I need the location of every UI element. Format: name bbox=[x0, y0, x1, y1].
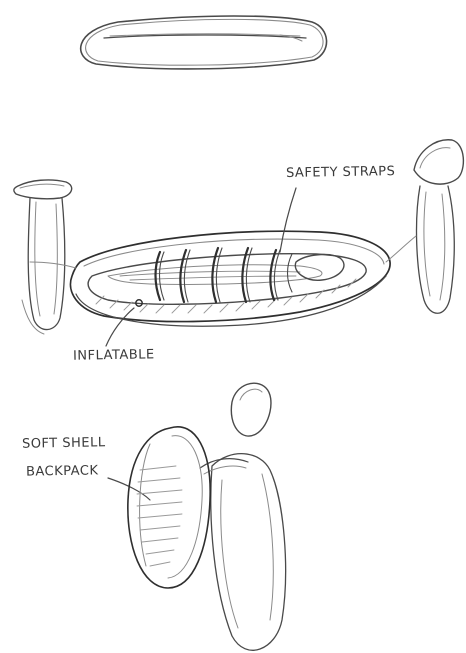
person-with-backpack bbox=[128, 383, 286, 650]
left-person-figure bbox=[14, 180, 72, 334]
safety-straps-label: SAFETY STRAPS bbox=[286, 165, 395, 180]
inflatable-label: INFLATABLE bbox=[73, 348, 155, 362]
backpack-label: BACKPACK bbox=[26, 464, 99, 478]
inflatable-stretcher bbox=[30, 231, 416, 326]
right-person-figure bbox=[414, 140, 463, 313]
folded-pad-top-view bbox=[81, 16, 327, 69]
soft-shell-label: SOFT SHELL bbox=[22, 436, 106, 450]
